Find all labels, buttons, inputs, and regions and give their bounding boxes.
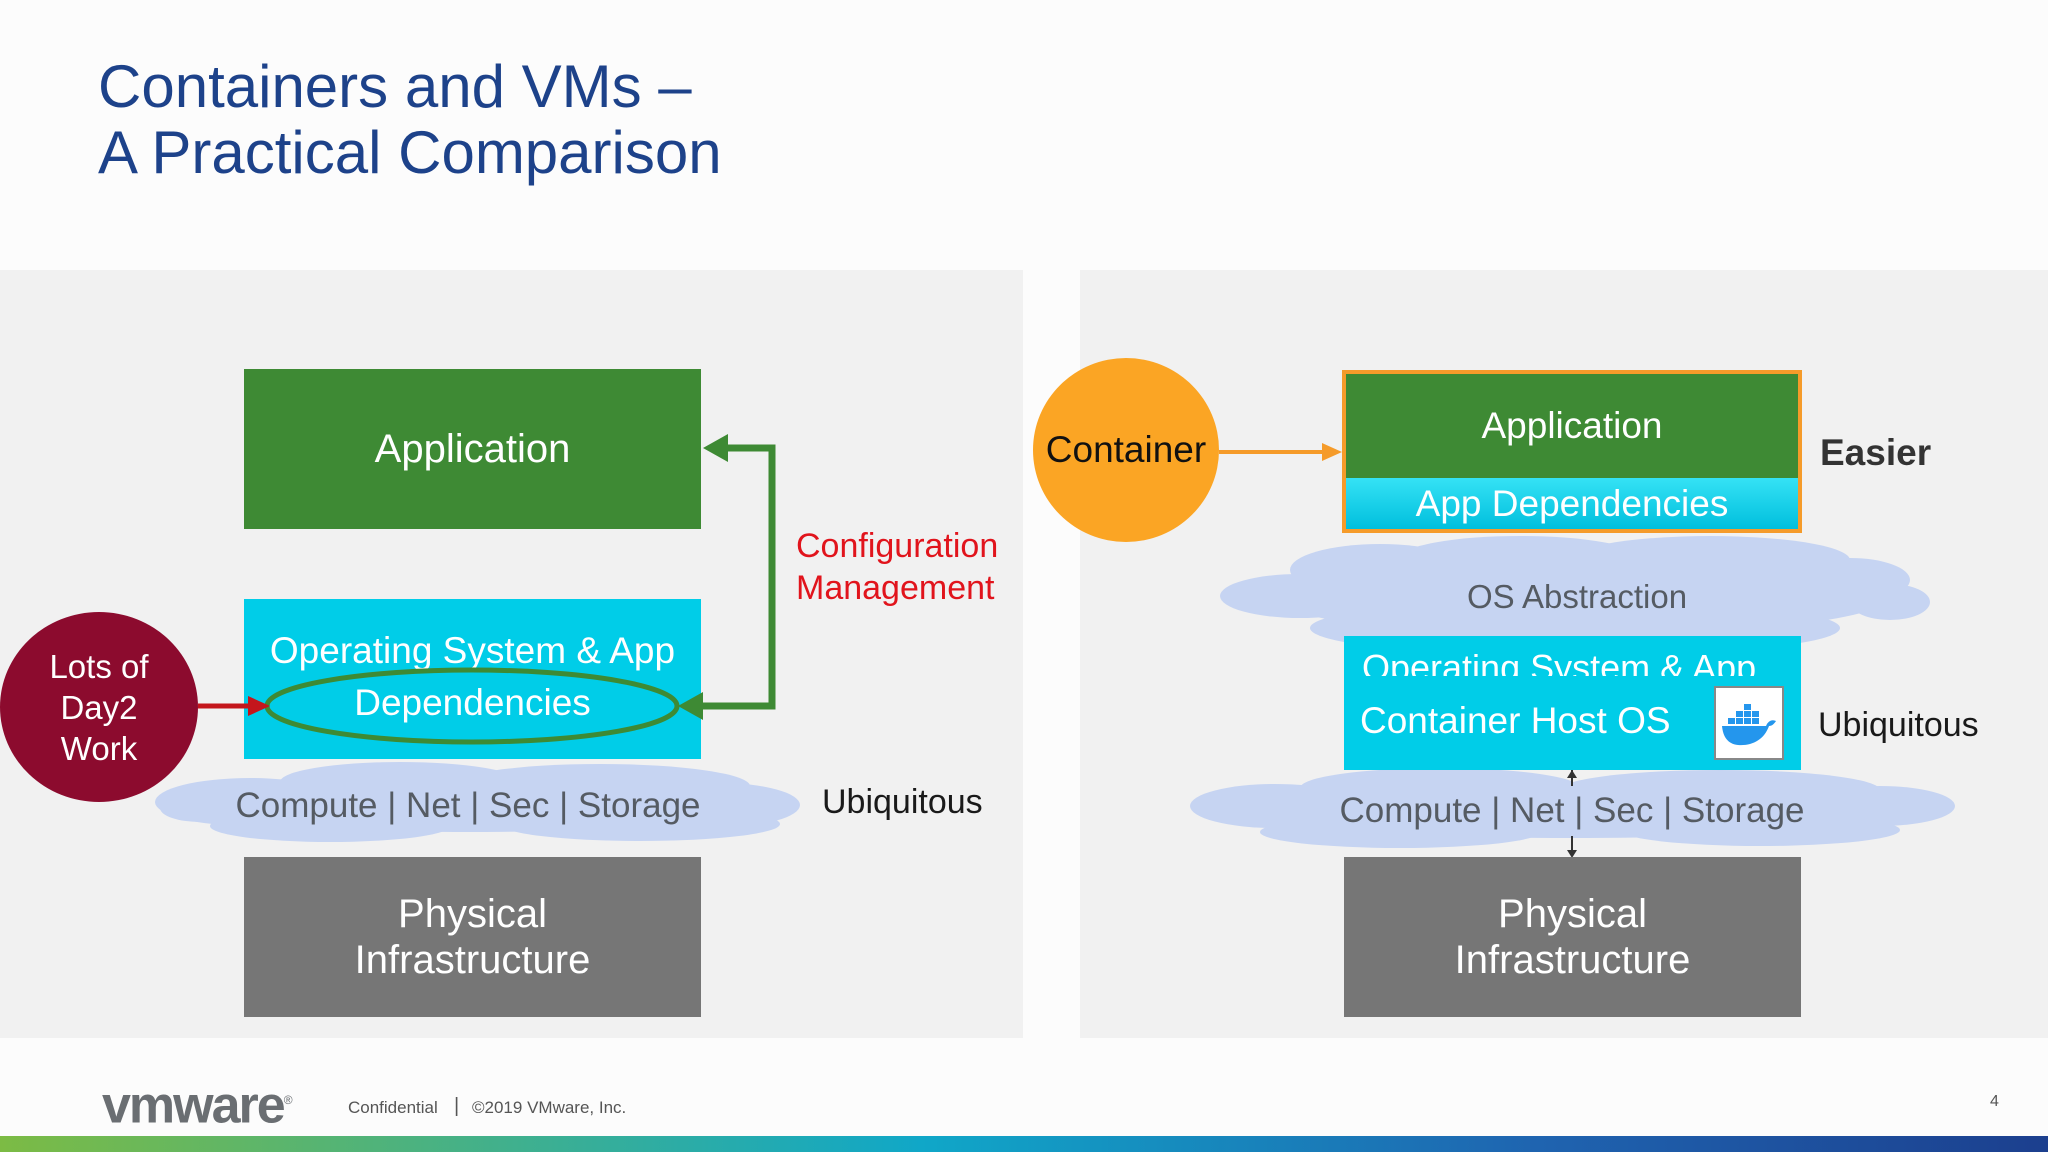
config-arrowhead-top (703, 434, 728, 462)
left-physical-line-2: Infrastructure (354, 938, 591, 982)
page-number: 4 (1990, 1093, 1999, 1110)
left-ubiquitous-label: Ubiquitous (822, 783, 983, 821)
docker-icon-frame (1714, 686, 1784, 760)
container-host-os-box: Operating System & App Container Host OS (1344, 636, 1801, 770)
day2-arrowhead (248, 696, 270, 716)
config-line-1: Configuration (796, 527, 999, 565)
config-line-2: Management (796, 569, 995, 607)
left-physical-box: Physical Infrastructure (244, 857, 701, 1017)
left-os-line-2: Dependencies (354, 682, 591, 723)
left-application-label: Application (374, 427, 571, 471)
vmware-logo: vmware® (102, 1076, 293, 1135)
docker-whale-icon (1722, 704, 1776, 746)
os-partial-label: Operating System & App (1362, 647, 1757, 676)
right-physical-line-1: Physical (1498, 892, 1647, 936)
footer-separator: | (454, 1095, 460, 1117)
app-dependencies-box: App Dependencies (1346, 478, 1798, 529)
day2-line-1: Lots of (49, 647, 149, 685)
left-cloud-shape (155, 762, 800, 842)
day2-line-3: Work (60, 729, 138, 767)
easier-label: Easier (1820, 432, 1932, 473)
page-title: Containers and VMs – A Practical Compari… (98, 54, 722, 186)
right-cloud-label: Compute | Net | Sec | Storage (1339, 791, 1805, 830)
right-physical-box: Physical Infrastructure (1344, 857, 1801, 1017)
right-physical-line-2: Infrastructure (1454, 938, 1691, 982)
left-application-box: Application (244, 369, 701, 529)
title-line-2: A Practical Comparison (98, 119, 722, 186)
config-management-arrow (686, 444, 776, 710)
os-abstraction-label: OS Abstraction (1466, 578, 1688, 615)
day2-line-2: Day2 (60, 688, 138, 726)
right-application-box: Application (1346, 374, 1798, 478)
left-os-line-1: Operating System & App (269, 630, 676, 671)
brand-gradient-bar (0, 1136, 2048, 1152)
left-cloud-label: Compute | Net | Sec | Storage (235, 786, 701, 825)
container-circle: Container (1033, 358, 1219, 542)
day2-work-circle: Lots of Day2 Work (0, 612, 198, 802)
right-lower-cloud-shape (1190, 768, 1955, 848)
app-dependencies-label: App Dependencies (1415, 482, 1729, 524)
right-upper-cloud-shape (1220, 536, 1930, 650)
configuration-management-label: Configuration Management (796, 525, 998, 609)
vmware-logo-text: vmware (102, 1076, 286, 1135)
confidential-label: Confidential (348, 1098, 438, 1117)
copyright-label: ©2019 VMware, Inc. (472, 1098, 627, 1117)
host-os-label: Container Host OS (1360, 700, 1671, 741)
title-line-1: Containers and VMs – (98, 53, 692, 120)
container-outline-box (1342, 370, 1802, 533)
right-application-label: Application (1481, 405, 1663, 446)
config-arrowhead-bottom (678, 692, 703, 720)
left-physical-line-1: Physical (398, 892, 547, 936)
right-ubiquitous-label: Ubiquitous (1818, 706, 1979, 744)
container-label: Container (1045, 429, 1207, 470)
